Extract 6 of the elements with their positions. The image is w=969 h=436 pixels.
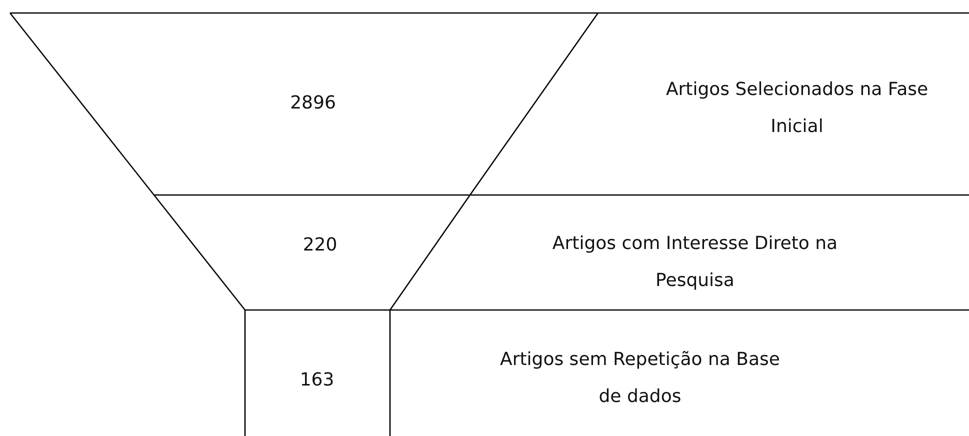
count-value: 220 [302,234,338,258]
count-value: 163 [298,368,336,392]
stage-description: Artigos sem Repetição na Base de dados [500,348,780,409]
stage-description: Artigos com Interesse Direto na Pesquisa [551,232,839,293]
count-value: 2896 [289,92,337,116]
stage-description: Artigos Selecionados na Fase Inicial [664,78,930,139]
